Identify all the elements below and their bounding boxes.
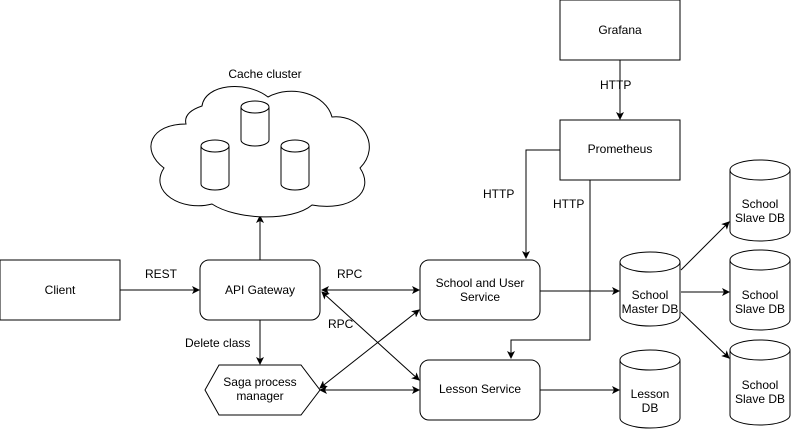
school-slave-db-label-line2: Slave DB: [735, 211, 785, 225]
saga-manager-label-line1: Saga process: [223, 375, 296, 389]
cache-cluster-label: Cache cluster: [228, 67, 301, 81]
lesson-db-label-line1: Lesson: [631, 387, 670, 401]
school-slave-db-node[interactable]: School Slave DB: [729, 249, 791, 331]
school-slave-db-node[interactable]: School Slave DB: [729, 339, 791, 426]
edge-label-client-gateway: REST: [145, 267, 178, 281]
lesson-db-label-line2: DB: [642, 401, 659, 415]
edge-grafana-prometheus: HTTP: [600, 60, 631, 120]
cache-node-cylinder: [240, 100, 270, 147]
school-master-db-label-line1: School: [632, 288, 669, 302]
prometheus-label: Prometheus: [588, 142, 653, 156]
edge-prometheus-lesson: HTTP: [507, 180, 591, 359]
school-slave-db-label-line1: School: [742, 378, 779, 392]
cache-cluster-node[interactable]: Cache cluster: [150, 67, 370, 218]
edge-saga-school: [319, 309, 420, 389]
edge-label-grafana-prometheus: HTTP: [600, 78, 631, 92]
school-slave-db-label-line2: Slave DB: [735, 302, 785, 316]
edge-label-gateway-lesson: RPC: [328, 317, 354, 331]
edge-label-gateway-saga: Delete class: [185, 336, 250, 350]
prometheus-node[interactable]: Prometheus: [559, 119, 681, 181]
school-user-service-label-line1: School and User: [436, 276, 525, 290]
cache-node-cylinder: [200, 139, 230, 191]
lesson-db-node[interactable]: Lesson DB: [619, 349, 681, 429]
client-label: Client: [45, 283, 76, 297]
school-slave-db-label-line2: Slave DB: [735, 392, 785, 406]
school-master-db-node[interactable]: School Master DB: [619, 251, 681, 327]
edge-masterdb-slave3: [680, 311, 730, 359]
school-slave-db-label-line1: School: [742, 288, 779, 302]
edge-masterdb-slave1: [680, 221, 730, 271]
cache-node-cylinder: [280, 139, 310, 191]
lesson-service-node[interactable]: Lesson Service: [419, 359, 541, 421]
edge-gateway-school: RPC: [321, 267, 420, 294]
edge-label-gateway-school: RPC: [337, 267, 363, 281]
school-user-service-label-line2: Service: [460, 290, 500, 304]
edge-gateway-lesson: RPC: [321, 291, 420, 381]
edge-label-prometheus-lesson: HTTP: [553, 197, 584, 211]
edge-prometheus-school: HTTP: [483, 149, 560, 259]
api-gateway-node[interactable]: API Gateway: [199, 259, 321, 321]
api-gateway-label: API Gateway: [225, 283, 295, 297]
grafana-label: Grafana: [598, 23, 642, 37]
saga-manager-label-line2: manager: [236, 389, 283, 403]
school-slave-db-label-line1: School: [742, 197, 779, 211]
lesson-service-label: Lesson Service: [439, 382, 521, 396]
edge-label-prometheus-school: HTTP: [483, 187, 514, 201]
school-user-service-node[interactable]: School and User Service: [419, 259, 541, 321]
grafana-node[interactable]: Grafana: [559, 0, 681, 61]
school-master-db-label-line2: Master DB: [622, 302, 679, 316]
edge-gateway-saga: Delete class: [185, 320, 264, 365]
edge-client-gateway: REST: [120, 267, 200, 294]
saga-manager-node[interactable]: Saga process manager: [204, 364, 321, 416]
school-slave-db-node[interactable]: School Slave DB: [729, 159, 791, 242]
client-node[interactable]: Client: [0, 259, 121, 321]
